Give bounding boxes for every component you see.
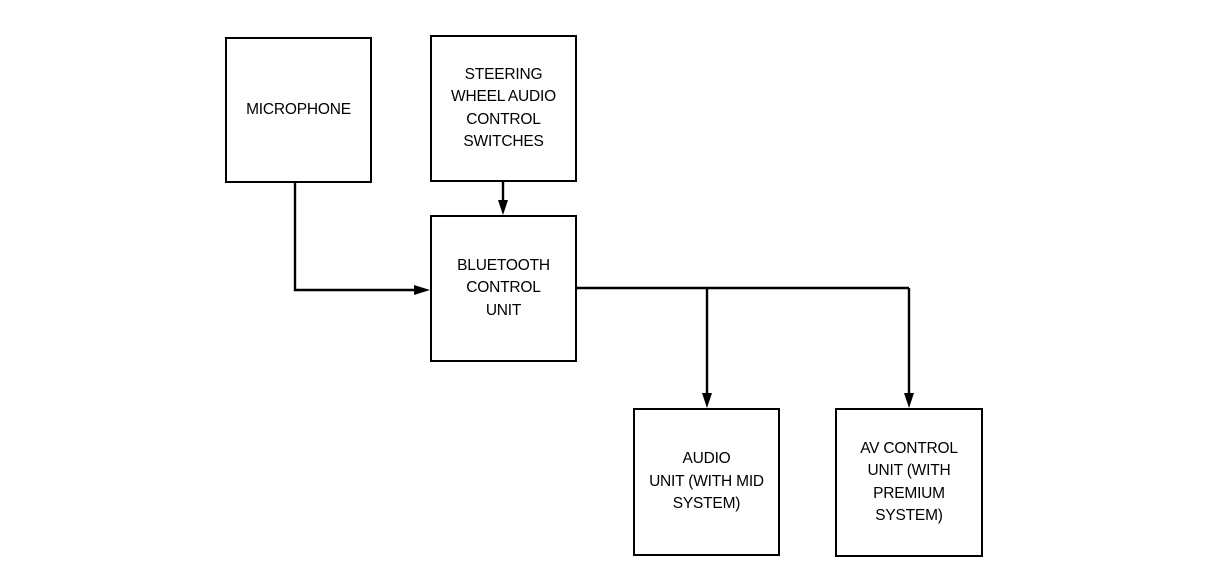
switches-label-line-3: CONTROL <box>466 110 541 128</box>
audio-label-line-1: AUDIO <box>682 450 731 468</box>
switches-label-line-1: STEERING <box>464 65 543 83</box>
av-control-unit-box: AV CONTROL UNIT (WITH PREMIUM SYSTEM) <box>835 408 983 557</box>
audio-label-line-3: SYSTEM) <box>672 495 741 513</box>
av-label-line-2: UNIT (WITH <box>867 462 951 479</box>
microphone-box: MICROPHONE <box>225 37 372 183</box>
wire-microphone-to-bluetooth <box>293 183 418 292</box>
bluetooth-label-line-3: UNIT <box>485 301 522 319</box>
av-label-line-4: SYSTEM) <box>875 507 943 524</box>
microphone-label: MICROPHONE <box>246 100 351 118</box>
switches-label-line-2: WHEEL AUDIO <box>451 88 556 105</box>
switches-label-line-4: SWITCHES <box>463 133 544 150</box>
audio-label-line-2: UNIT (WITH MID <box>649 472 764 490</box>
steering-wheel-switches-box: STEERING WHEEL AUDIO CONTROL SWITCHES <box>430 35 577 182</box>
arrowhead-bluetooth-top <box>498 200 508 215</box>
av-label-line-1: AV CONTROL <box>860 439 958 457</box>
bluetooth-label-line-2: CONTROL <box>466 279 541 297</box>
audio-unit-box: AUDIO UNIT (WITH MID SYSTEM) <box>633 408 780 556</box>
bluetooth-control-unit-box: BLUETOOTH CONTROL UNIT <box>430 215 577 362</box>
av-label-line-3: PREMIUM <box>873 484 945 502</box>
arrowhead-av-top <box>904 393 914 408</box>
arrowhead-audio-top <box>702 393 712 408</box>
arrowhead-bluetooth-left <box>414 285 430 295</box>
bluetooth-label-line-1: BLUETOOTH <box>457 256 550 274</box>
